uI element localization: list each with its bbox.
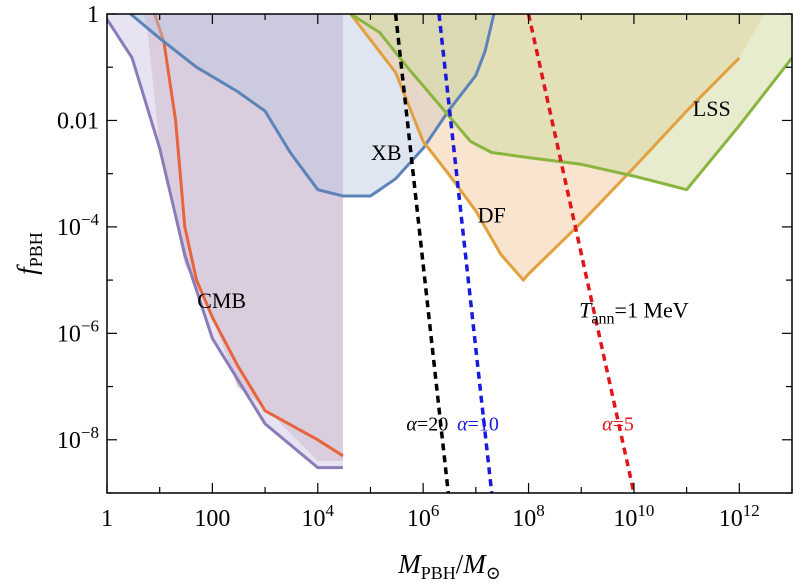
y-tick-label: 10−4 — [57, 210, 100, 241]
y-axis-title: fPBH — [12, 232, 46, 275]
LSS-label: LSS — [693, 96, 731, 121]
alpha-20-label: α=20 — [406, 413, 448, 435]
LSS-boundary — [349, 14, 792, 192]
y-tick-label: 1 — [87, 2, 99, 28]
x-tick-label: 100 — [194, 506, 230, 532]
x-tick-label: 106 — [407, 501, 440, 532]
DF-boundary — [349, 14, 741, 282]
y-tick-label: 0.01 — [57, 108, 99, 134]
alpha-10-label: α=10 — [457, 413, 499, 435]
alpha-5-label: α=5 — [602, 413, 634, 435]
plot-frame — [106, 13, 793, 494]
y-tick-label: 10−8 — [57, 423, 99, 454]
x-tick-label: 1 — [101, 506, 113, 532]
annihilation-temperature-annotation: Tann=1 MeV — [579, 297, 689, 327]
y-tick-label: 10−6 — [57, 316, 99, 347]
alpha-10-dashed-line — [437, 14, 494, 493]
axis-ticks — [106, 13, 793, 494]
DF-label: DF — [478, 203, 506, 228]
alpha-20-dashed-line — [393, 14, 451, 493]
plot-area — [107, 14, 792, 493]
x-tick-label: 108 — [512, 501, 545, 532]
alpha-5-dashed-line — [526, 14, 636, 493]
CMB-lower-boundary-region — [107, 14, 343, 468]
CMB-lower-boundary-boundary — [107, 18, 343, 470]
x-tick-label: 1010 — [613, 501, 654, 532]
XB-boundary — [129, 14, 496, 198]
CMB-label: CMB — [197, 288, 246, 313]
x-axis-title: MPBH/M⊙ — [397, 549, 501, 583]
x-tick-label: 104 — [302, 501, 335, 532]
CMB-curve-line — [153, 14, 344, 458]
x-tick-label: 1012 — [719, 501, 760, 532]
XB-label: XB — [371, 140, 402, 165]
LSS-region — [350, 14, 792, 190]
